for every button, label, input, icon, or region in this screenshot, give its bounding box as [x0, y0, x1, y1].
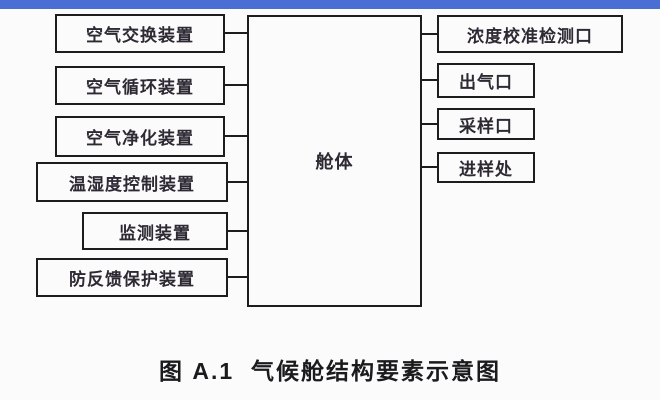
node-chamber-body: 舱体: [247, 15, 422, 307]
node-air-circulation-device: 空气循环装置: [55, 66, 225, 105]
connector-line: [228, 230, 247, 232]
figure-caption: 图 A.1 气候舱结构要素示意图: [159, 358, 501, 384]
node-sampling-port: 采样口: [437, 108, 535, 140]
node-anti-feedback-protection-device: 防反馈保护装置: [36, 258, 228, 297]
connector-line: [225, 84, 247, 86]
connector-line: [225, 135, 247, 137]
node-label: 进样处: [459, 160, 513, 179]
connector-line: [225, 32, 247, 34]
node-temp-humidity-control-device: 温湿度控制装置: [36, 162, 228, 202]
node-air-exchange-device: 空气交换装置: [55, 14, 225, 53]
node-concentration-calibration-port: 浓度校准检测口: [437, 15, 623, 53]
top-accent-bar: [0, 0, 660, 9]
connector-line: [422, 79, 437, 81]
node-label: 舱体: [315, 152, 354, 172]
node-sample-inlet: 进样处: [437, 152, 535, 183]
node-label: 出气口: [459, 73, 513, 92]
node-monitoring-device: 监测装置: [82, 212, 228, 250]
connector-line: [422, 166, 437, 168]
connector-line: [422, 123, 437, 125]
connector-line: [422, 33, 437, 35]
connector-line: [228, 276, 247, 278]
node-label: 空气交换装置: [86, 26, 194, 45]
node-label: 采样口: [459, 116, 513, 136]
connector-line: [228, 181, 247, 183]
node-air-purification-device: 空气净化装置: [55, 116, 225, 157]
node-label: 浓度校准检测口: [467, 26, 593, 46]
node-label: 监测装置: [119, 223, 191, 243]
node-label: 防反馈保护装置: [69, 270, 195, 289]
node-label: 空气净化装置: [86, 129, 194, 148]
node-label: 温湿度控制装置: [69, 174, 195, 194]
node-gas-outlet: 出气口: [437, 63, 535, 98]
node-label: 空气循环装置: [86, 78, 194, 97]
